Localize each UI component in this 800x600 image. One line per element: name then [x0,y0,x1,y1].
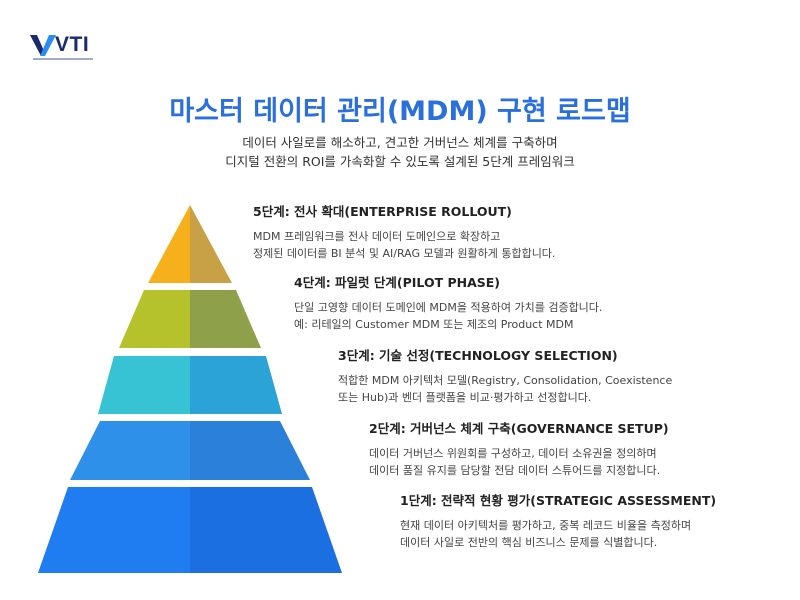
pyramid-tier-4 [119,290,261,348]
pyramid-tier-3 [98,356,282,414]
stage-heading: 2단계: 거버넌스 체계 구축(GOVERNANCE SETUP) [369,421,669,436]
stage-description-line: MDM 프레임워크를 전사 데이터 도메인으로 확장하고 [253,230,501,243]
stage-heading: 5단계: 전사 확대(ENTERPRISE ROLLOUT) [253,204,512,219]
pyramid-tier-5-left [148,205,190,283]
stage-description-line: 데이터 사일로 전반의 핵심 비즈니스 문제를 식별합니다. [400,535,658,549]
stage-5-block: 5단계: 전사 확대(ENTERPRISE ROLLOUT) MDM 프레임워크… [253,204,555,262]
logo-v-left-arm [30,35,44,56]
logo-v-right-arm [40,35,56,56]
pyramid-tier-2 [70,421,310,480]
stage-heading: 4단계: 파일럿 단계(PILOT PHASE) [294,275,501,290]
logo-tagline [33,58,93,60]
stage-description-line: 현재 데이터 아키텍처를 평가하고, 중복 레코드 비율을 측정하며 [400,519,692,532]
stage-2-block: 2단계: 거버넌스 체계 구축(GOVERNANCE SETUP) 데이터 거버… [369,421,669,479]
logo-v-icon [30,35,56,56]
stage-description-line: 데이터 품질 유지를 담당할 전담 데이터 스튜어드를 지정합니다. [369,463,661,477]
stage-description: MDM 프레임워크를 전사 데이터 도메인으로 확장하고 정제된 데이터를 BI… [253,229,555,262]
pyramid-tier-5 [148,205,232,283]
page-subtitle: 데이터 사일로를 해소하고, 견고한 거버넌스 체계를 구축하며 디지털 전환의… [0,133,800,171]
stage-description-line: 적합한 MDM 아키텍처 모델(Registry, Consolidation,… [338,374,673,387]
pyramid-tier-1-left [38,487,190,573]
stage-description: 데이터 거버넌스 위원회를 구성하고, 데이터 소유권을 정의하며 데이터 품질… [369,446,669,479]
stage-description-line: 데이터 거버넌스 위원회를 구성하고, 데이터 소유권을 정의하며 [369,447,657,460]
subtitle-line: 디지털 전환의 ROI를 가속화할 수 있도록 설계된 5단계 프레임워크 [225,154,575,169]
pyramid-tier-1-right [190,487,342,573]
stage-description: 단일 고영향 데이터 도메인에 MDM을 적용하여 가치를 검증합니다. 예: … [294,300,602,333]
logo-text: VTI [55,33,90,56]
pyramid-tier-2-right [190,421,310,480]
stage-heading: 1단계: 전략적 현황 평가(STRATEGIC ASSESSMENT) [400,493,717,508]
pyramid-tier-2-left [70,421,190,480]
subtitle-line: 데이터 사일로를 해소하고, 견고한 거버넌스 체계를 구축하며 [242,135,558,150]
stage-3-block: 3단계: 기술 선정(TECHNOLOGY SELECTION) 적합한 MDM… [338,348,672,406]
stage-description: 현재 데이터 아키텍처를 평가하고, 중복 레코드 비율을 측정하며 데이터 사… [400,518,716,551]
pyramid-tier-5-right [190,205,232,283]
pyramid-tier-4-left [119,290,190,348]
pyramid-tier-3-right [190,356,282,414]
pyramid-tier-3-left [98,356,190,414]
stage-description-line: 또는 Hub)과 벤더 플랫폼을 비교·평가하고 선정합니다. [338,390,592,404]
stage-description-line: 단일 고영향 데이터 도메인에 MDM을 적용하여 가치를 검증합니다. [294,301,603,314]
stage-1-block: 1단계: 전략적 현황 평가(STRATEGIC ASSESSMENT) 현재 … [400,493,716,551]
stage-description-line: 정제된 데이터를 BI 분석 및 AI/RAG 모델과 원활하게 통합합니다. [253,246,556,260]
stage-description-line: 예: 리테일의 Customer MDM 또는 제조의 Product MDM [294,317,574,331]
stage-description: 적합한 MDM 아키텍처 모델(Registry, Consolidation,… [338,373,672,406]
pyramid-tier-4-right [190,290,261,348]
stage-4-block: 4단계: 파일럿 단계(PILOT PHASE) 단일 고영향 데이터 도메인에… [294,275,602,333]
stage-heading: 3단계: 기술 선정(TECHNOLOGY SELECTION) [338,348,618,363]
company-logo: VTI [30,32,100,62]
page-title: 마스터 데이터 관리(MDM) 구현 로드맵 [169,96,631,127]
pyramid-diagram [38,205,342,573]
pyramid-tier-1 [38,487,342,573]
